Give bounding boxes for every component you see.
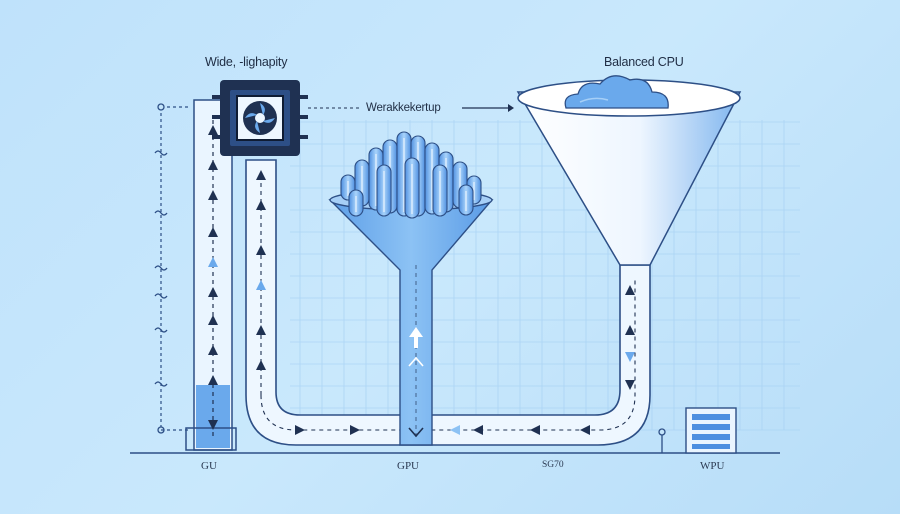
label-gu: GU	[201, 460, 217, 472]
cloud-icon	[564, 75, 669, 109]
label-middle: Werakkekertup	[366, 102, 441, 114]
label-gpu: GPU	[397, 460, 420, 472]
u-shaped-pipe	[245, 159, 651, 446]
server-rack-icon	[685, 407, 737, 454]
middle-funnel	[328, 189, 494, 446]
label-balanced-cpu: Balanced CPU	[604, 55, 684, 69]
label-wide-capacity: Wide, -lighapity	[205, 55, 288, 69]
left-dashed-riser	[154, 103, 190, 434]
right-connector	[658, 428, 666, 453]
left-column-pipe	[185, 99, 237, 451]
label-wpu: WPU	[700, 460, 725, 472]
top-connectors	[308, 104, 514, 112]
label-sg70: SG70	[542, 460, 564, 470]
processor-pillars-icon	[340, 131, 482, 219]
cpu-fan-icon	[212, 80, 308, 156]
